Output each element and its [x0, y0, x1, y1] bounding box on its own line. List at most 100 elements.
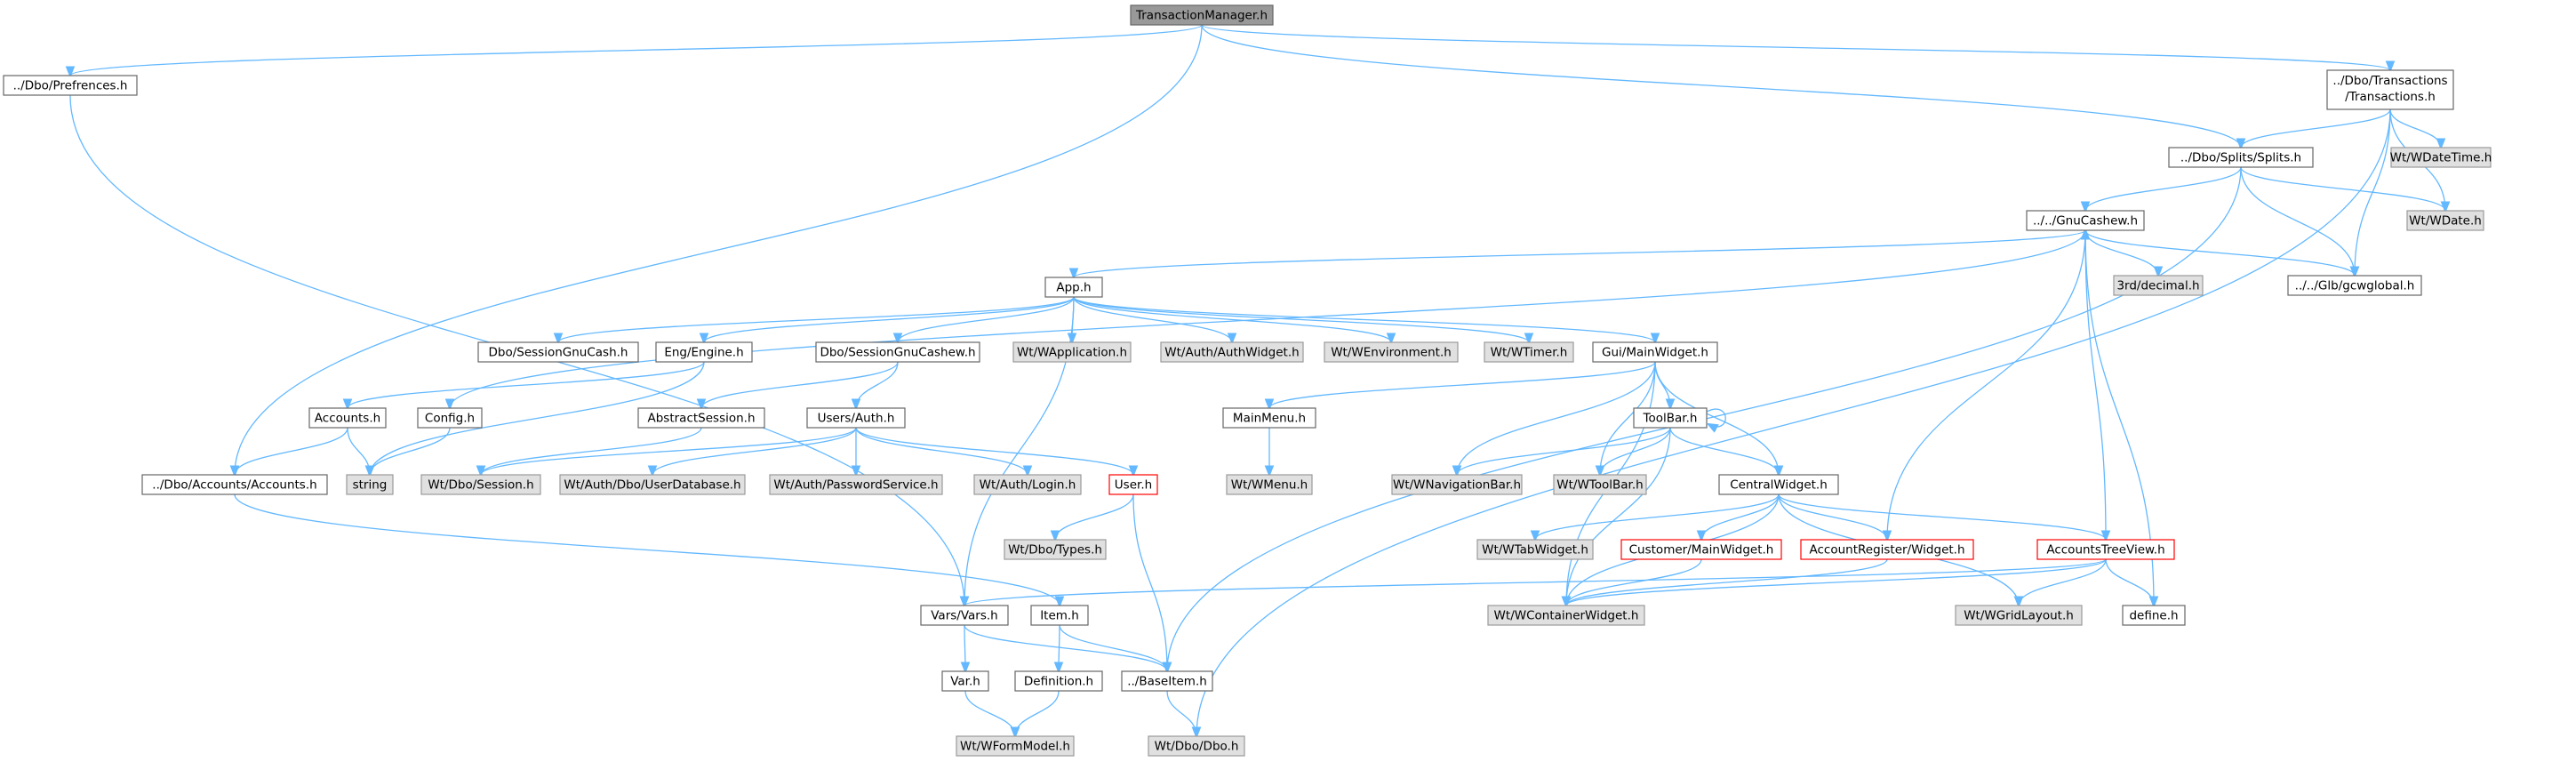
node-custmainwidget[interactable]: Customer/MainWidget.h	[1620, 539, 1782, 560]
node-mainwidget[interactable]: Gui/MainWidget.h	[1592, 341, 1718, 363]
node-box[interactable]	[1553, 474, 1647, 495]
node-box[interactable]	[655, 341, 753, 363]
node-varh[interactable]: Var.h	[941, 670, 989, 692]
node-box[interactable]	[1030, 605, 1089, 626]
node-wdate[interactable]: Wt/WDate.h	[2406, 210, 2484, 231]
node-userdb[interactable]: Wt/Auth/Dbo/UserDatabase.h	[559, 474, 746, 495]
node-dbotypes[interactable]: Wt/Dbo/Types.h	[1004, 539, 1107, 560]
node-itemh[interactable]: Item.h	[1030, 605, 1089, 626]
node-box[interactable]	[941, 670, 989, 692]
node-wnavbar[interactable]: Wt/WNavigationBar.h	[1391, 474, 1523, 495]
node-centralwidget[interactable]: CentralWidget.h	[1718, 474, 1839, 495]
node-wgridlayout[interactable]: Wt/WGridLayout.h	[1955, 605, 2083, 626]
node-box[interactable]	[1004, 539, 1107, 560]
node-app[interactable]: App.h	[1044, 277, 1103, 298]
node-box[interactable]	[1044, 277, 1103, 298]
node-box[interactable]	[1108, 474, 1158, 495]
node-definitionh[interactable]: Definition.h	[1014, 670, 1103, 692]
node-wtimer[interactable]: Wt/WTimer.h	[1484, 341, 1574, 363]
node-box[interactable]	[2026, 210, 2145, 231]
node-splits[interactable]: ../Dbo/Splits/Splits.h	[2168, 147, 2314, 168]
node-box[interactable]	[1633, 407, 1708, 429]
node-box[interactable]	[1487, 605, 1645, 626]
node-wenvironment[interactable]: Wt/WEnvironment.h	[1324, 341, 1459, 363]
node-box[interactable]	[477, 341, 639, 363]
node-box[interactable]	[1014, 670, 1103, 692]
node-box[interactable]	[3, 75, 138, 96]
node-string[interactable]: string	[346, 474, 394, 495]
node-box[interactable]	[2036, 539, 2175, 560]
node-varsh[interactable]: Vars/Vars.h	[920, 605, 1009, 626]
node-box[interactable]	[2113, 275, 2204, 296]
node-box[interactable]	[973, 474, 1082, 495]
node-dboaccounts[interactable]: ../Dbo/Accounts/Accounts.h	[141, 474, 328, 495]
node-defineh[interactable]: define.h	[2122, 605, 2186, 626]
node-box[interactable]	[956, 735, 1075, 757]
node-accountsh[interactable]: Accounts.h	[308, 407, 387, 429]
node-box[interactable]	[1130, 4, 1274, 26]
node-box[interactable]	[1592, 341, 1718, 363]
node-box[interactable]	[769, 474, 943, 495]
node-authlogin[interactable]: Wt/Auth/Login.h	[973, 474, 1082, 495]
node-box[interactable]	[1226, 474, 1313, 495]
node-pref[interactable]: ../Dbo/Prefrences.h	[3, 75, 138, 96]
node-box[interactable]	[417, 407, 483, 429]
node-box[interactable]	[2390, 147, 2492, 168]
node-accregwidget[interactable]: AccountRegister/Widget.h	[1800, 539, 1974, 560]
node-wdatetime[interactable]: Wt/WDateTime.h	[2390, 147, 2492, 168]
node-box[interactable]	[1800, 539, 1974, 560]
node-sessgnucashew[interactable]: Dbo/SessionGnuCashew.h	[815, 341, 980, 363]
node-usersauth[interactable]: Users/Auth.h	[806, 407, 906, 429]
node-gcwglobal[interactable]: ../../Glb/gcwglobal.h	[2287, 275, 2422, 296]
node-box[interactable]	[1121, 670, 1213, 692]
node-box[interactable]	[920, 605, 1009, 626]
node-box[interactable]	[141, 474, 328, 495]
node-engine[interactable]: Eng/Engine.h	[655, 341, 753, 363]
node-box[interactable]	[1476, 539, 1594, 560]
node-wtabwidget[interactable]: Wt/WTabWidget.h	[1476, 539, 1594, 560]
node-box[interactable]	[1148, 735, 1245, 757]
node-box[interactable]	[815, 341, 980, 363]
node-box[interactable]	[2326, 69, 2454, 110]
node-box[interactable]	[308, 407, 387, 429]
node-dbosession[interactable]: Wt/Dbo/Session.h	[420, 474, 541, 495]
node-box[interactable]	[1324, 341, 1459, 363]
node-box[interactable]	[346, 474, 394, 495]
node-box[interactable]	[1391, 474, 1523, 495]
node-box[interactable]	[1222, 407, 1316, 429]
node-wmenu[interactable]: Wt/WMenu.h	[1226, 474, 1313, 495]
node-pwservice[interactable]: Wt/Auth/PasswordService.h	[769, 474, 943, 495]
node-box[interactable]	[1955, 605, 2083, 626]
node-authwidget[interactable]: Wt/Auth/AuthWidget.h	[1160, 341, 1304, 363]
node-wcontainer[interactable]: Wt/WContainerWidget.h	[1487, 605, 1645, 626]
node-box[interactable]	[1620, 539, 1782, 560]
node-box[interactable]	[2168, 147, 2314, 168]
node-box[interactable]	[637, 407, 765, 429]
node-box[interactable]	[1012, 341, 1132, 363]
node-userh[interactable]: User.h	[1108, 474, 1158, 495]
node-trans[interactable]: ../Dbo/Transactions/Transactions.h	[2326, 69, 2454, 110]
node-baseitem[interactable]: ../BaseItem.h	[1121, 670, 1213, 692]
node-sessgnucash[interactable]: Dbo/SessionGnuCash.h	[477, 341, 639, 363]
node-box[interactable]	[1160, 341, 1304, 363]
node-dbodbo[interactable]: Wt/Dbo/Dbo.h	[1148, 735, 1245, 757]
node-box[interactable]	[806, 407, 906, 429]
node-box[interactable]	[1484, 341, 1574, 363]
node-tm[interactable]: TransactionManager.h	[1130, 4, 1274, 26]
node-accountstree[interactable]: AccountsTreeView.h	[2036, 539, 2175, 560]
node-box[interactable]	[2406, 210, 2484, 231]
node-toolbar[interactable]: ToolBar.h	[1633, 407, 1708, 429]
node-box[interactable]	[1718, 474, 1839, 495]
node-wtoolbar[interactable]: Wt/WToolBar.h	[1553, 474, 1647, 495]
node-box[interactable]	[420, 474, 541, 495]
node-wapplication[interactable]: Wt/WApplication.h	[1012, 341, 1132, 363]
node-mainmenu[interactable]: MainMenu.h	[1222, 407, 1316, 429]
node-wformmodel[interactable]: Wt/WFormModel.h	[956, 735, 1075, 757]
node-box[interactable]	[2287, 275, 2422, 296]
node-abstractsession[interactable]: AbstractSession.h	[637, 407, 765, 429]
node-box[interactable]	[2122, 605, 2186, 626]
node-box[interactable]	[559, 474, 746, 495]
node-decimal[interactable]: 3rd/decimal.h	[2113, 275, 2204, 296]
node-gnucash[interactable]: ../../GnuCashew.h	[2026, 210, 2145, 231]
node-config[interactable]: Config.h	[417, 407, 483, 429]
